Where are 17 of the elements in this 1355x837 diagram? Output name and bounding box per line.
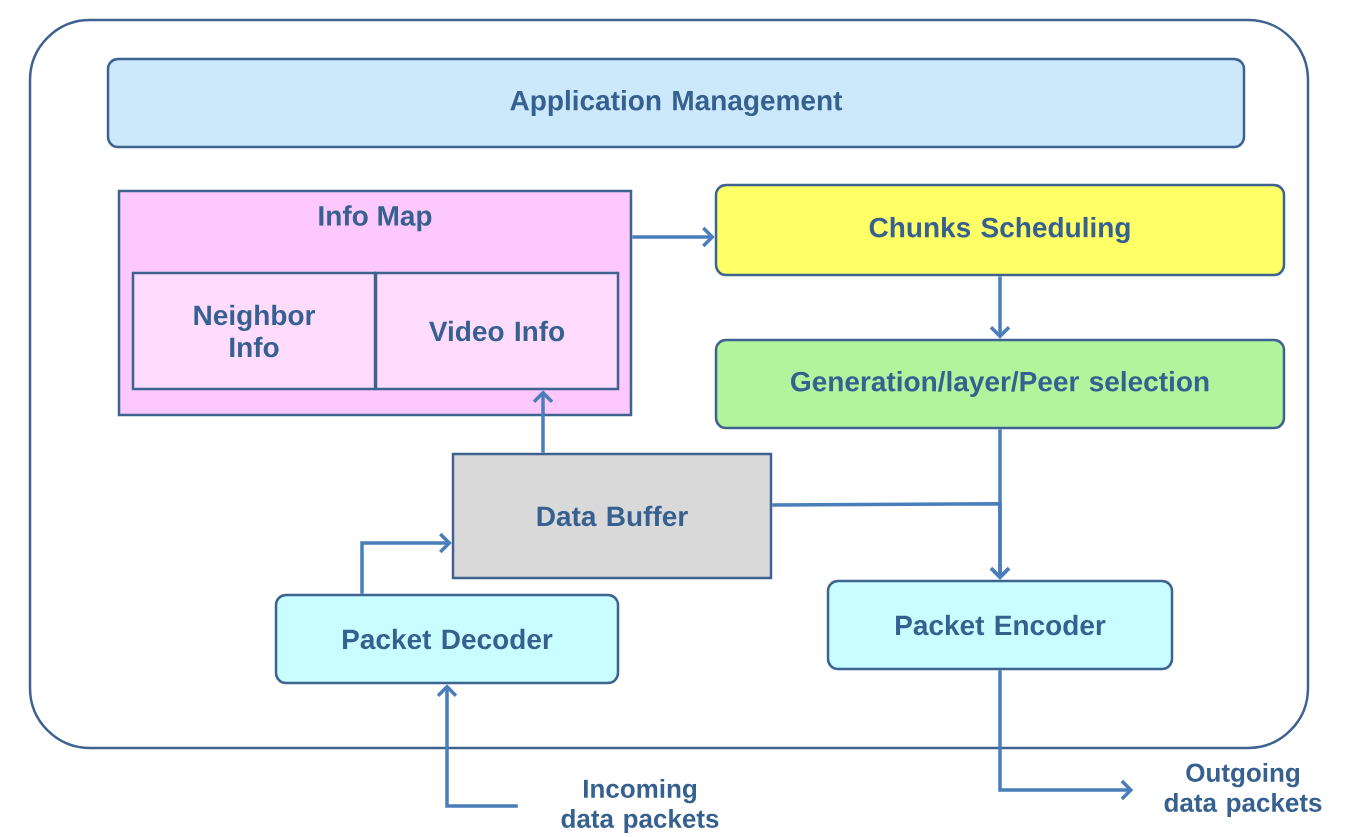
process-box: Neighbor Info (131, 271, 377, 391)
arrow (632, 226, 715, 248)
process-box: Data Buffer (451, 452, 773, 580)
arrow (436, 684, 518, 808)
arrow (998, 670, 1134, 801)
process-box: Application Management (106, 57, 1246, 149)
process-box: Generation/layer/Peer selection (714, 338, 1286, 430)
arrow (989, 276, 1011, 339)
flow-label: Incoming data packets (561, 778, 719, 834)
process-box: Packet Encoder (826, 579, 1174, 671)
arrow (360, 532, 452, 594)
process-box: Chunks Scheduling (714, 183, 1286, 277)
arrow (772, 502, 1011, 580)
arrow (532, 390, 554, 453)
process-box: Video Info (374, 271, 620, 391)
process-box: Packet Decoder (274, 593, 620, 685)
flow-label: Outgoing data packets (1164, 762, 1322, 818)
